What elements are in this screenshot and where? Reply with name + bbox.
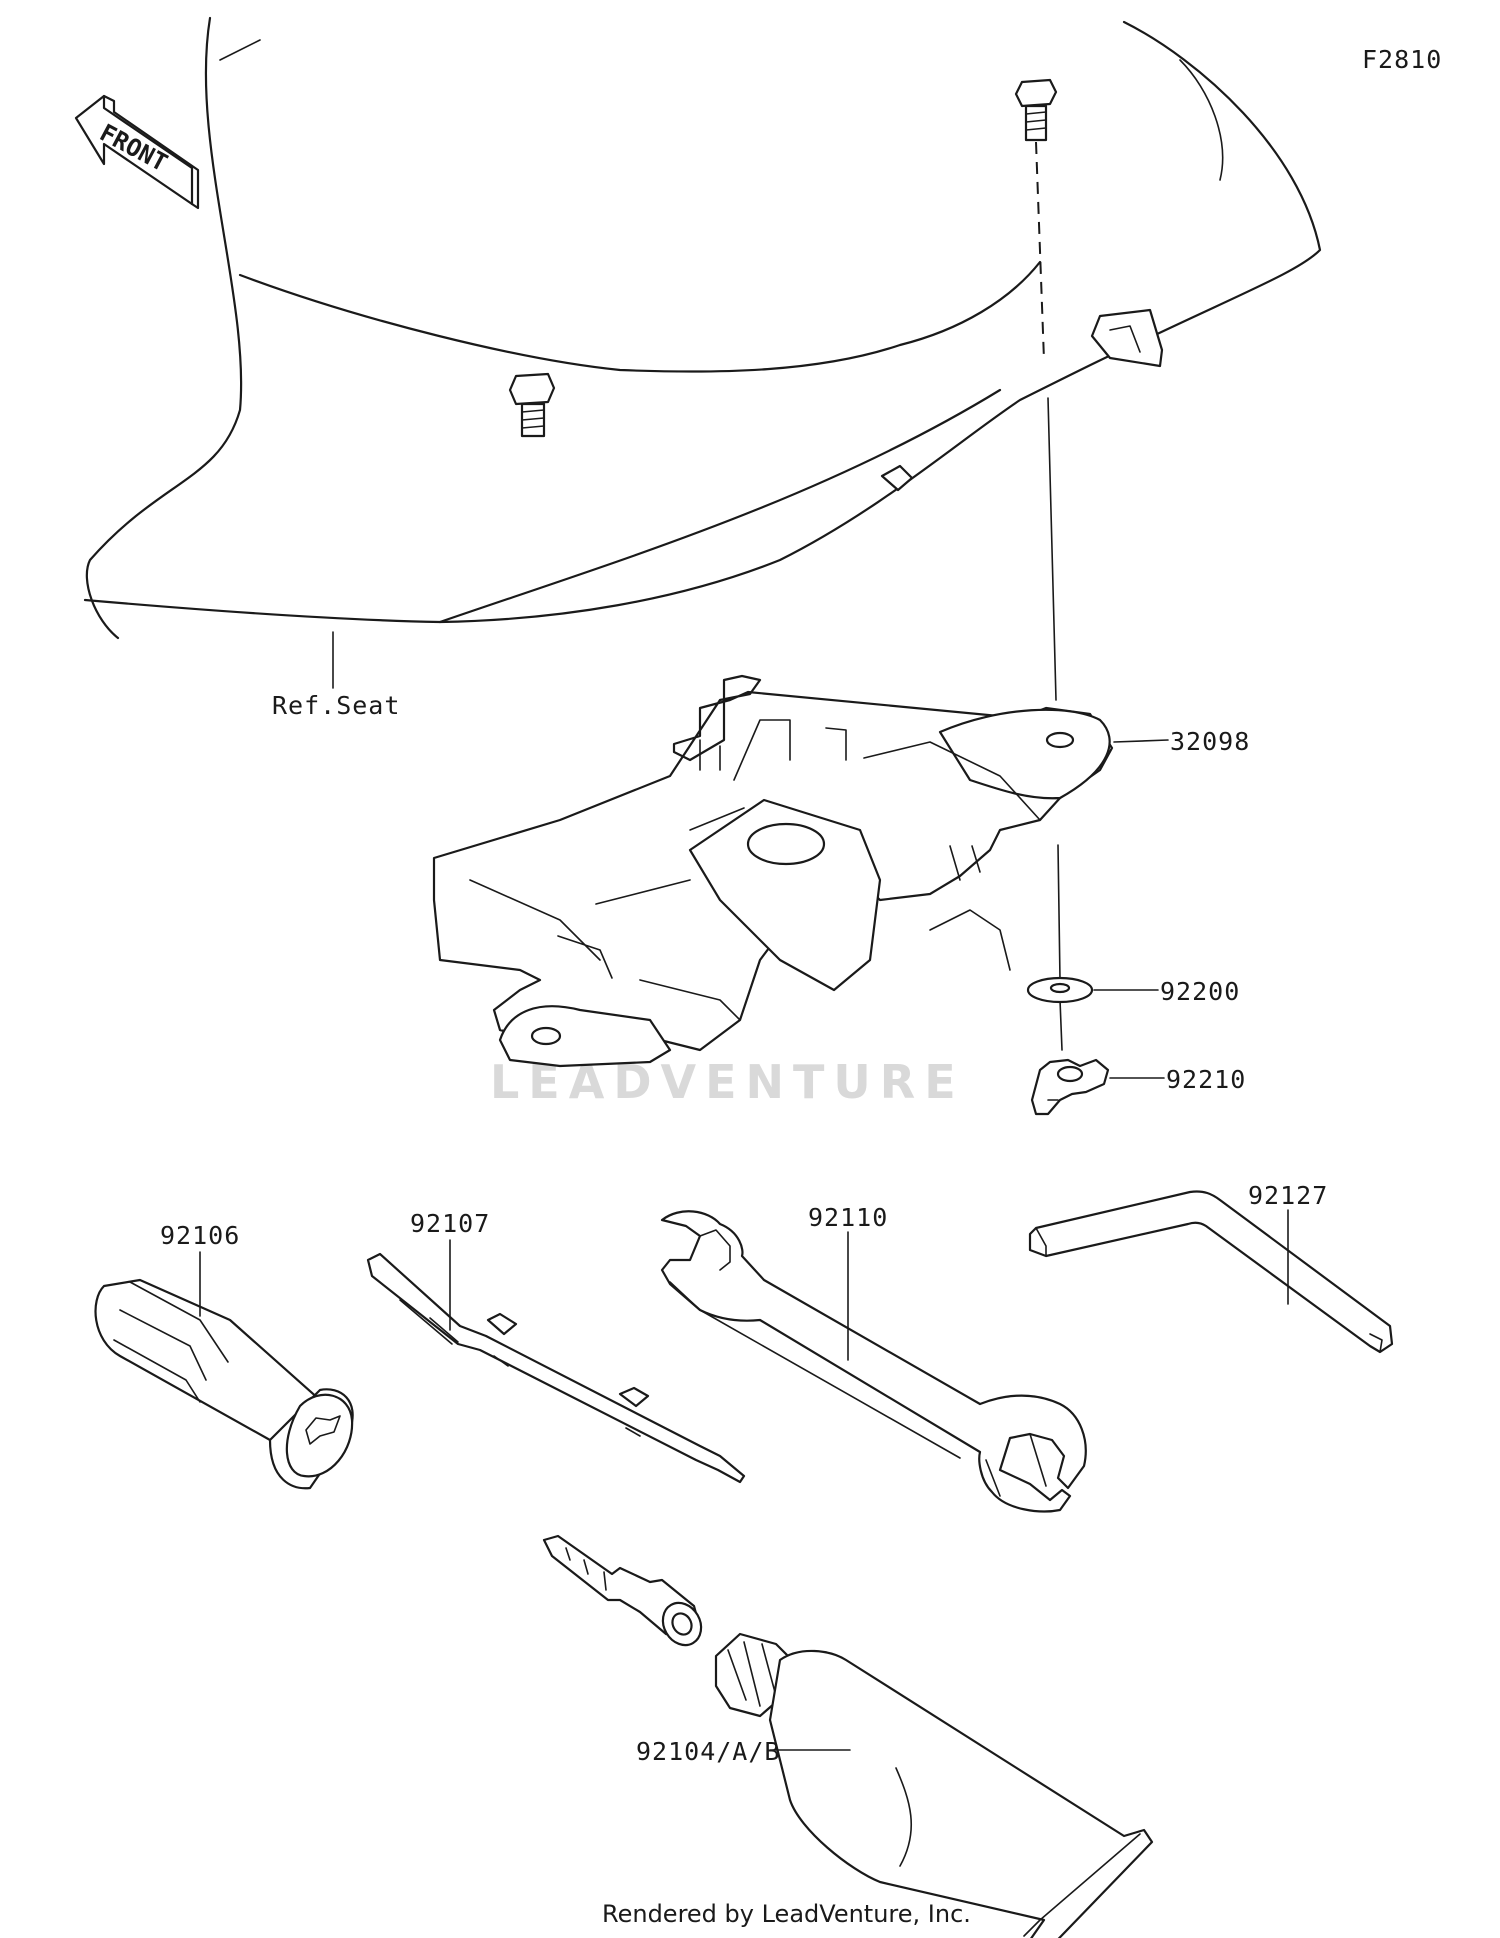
callout-92200: 92200 xyxy=(1160,977,1240,1006)
wrench-92110 xyxy=(660,1210,1087,1513)
callout-92210: 92210 xyxy=(1166,1065,1246,1094)
tube-92104 xyxy=(542,1534,1154,1938)
screwdriver-92107 xyxy=(366,1252,746,1484)
front-arrow-icon: FRONT xyxy=(74,94,200,210)
callout-32098: 32098 xyxy=(1170,727,1250,756)
callout-92110: 92110 xyxy=(808,1203,888,1232)
callout-92104: 92104/A/B xyxy=(636,1737,780,1766)
tray-mount-hole-right xyxy=(1045,731,1075,749)
callout-92107: 92107 xyxy=(410,1209,490,1238)
alignment-line-lower xyxy=(1057,844,1061,981)
tray-center-hole xyxy=(746,822,826,866)
footer-credit: Rendered by LeadVenture, Inc. xyxy=(602,1900,971,1928)
callout-92106: 92106 xyxy=(160,1221,240,1250)
seat-bolt-mid xyxy=(508,372,556,438)
wing-nut-92210 xyxy=(1030,1058,1110,1116)
tray-mount-hole-left xyxy=(530,1026,562,1046)
alignment-line xyxy=(1047,397,1057,701)
handle-92106 xyxy=(94,1278,354,1490)
callout-32098-leader xyxy=(1113,739,1169,743)
hex-key-92127 xyxy=(1028,1190,1394,1354)
alignment-line-lower2 xyxy=(1059,999,1063,1051)
washer-92200 xyxy=(1026,976,1094,1004)
seat-outline xyxy=(83,16,1322,640)
seat-bolt-top xyxy=(1014,78,1058,142)
callout-92127: 92127 xyxy=(1248,1181,1328,1210)
figure-code: F2810 xyxy=(1362,45,1442,74)
dashed-alignment-line xyxy=(1035,141,1045,361)
ref-seat-label: Ref.Seat xyxy=(272,691,400,720)
tool-tray-32098 xyxy=(432,674,1114,1068)
